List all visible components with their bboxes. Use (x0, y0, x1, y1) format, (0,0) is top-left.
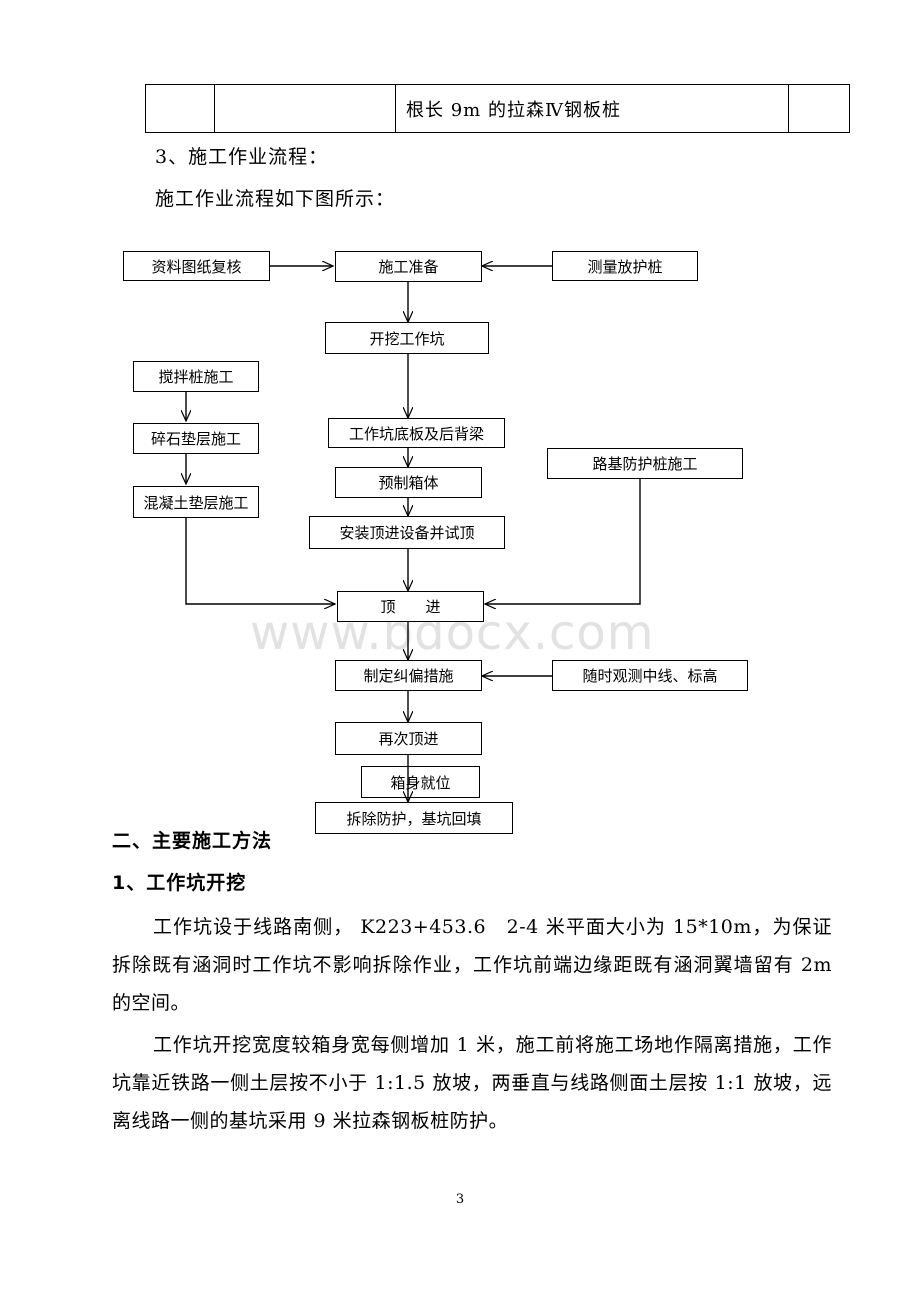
flow-box-install-jacking: 安装顶进设备并试顶 (309, 516, 505, 549)
section-intro: 施工作业流程如下图所示： (155, 188, 396, 210)
table-cell (214, 84, 396, 133)
flow-box-gravel-cushion: 碎石垫层施工 (133, 423, 259, 454)
arrow (185, 518, 335, 604)
main-heading: 二、主要施工方法 (112, 830, 273, 852)
section-heading: 3、施工作业流程： (155, 146, 329, 168)
flow-box-roadbed-pile: 路基防护桩施工 (547, 448, 743, 479)
flow-box-pit-floor-beam: 工作坑底板及后背梁 (328, 418, 505, 448)
table-cell (145, 84, 215, 133)
spec-table: 根长 9m 的拉森Ⅳ钢板桩 (145, 84, 850, 133)
flow-box-excavate-pit: 开挖工作坑 (325, 322, 489, 354)
flow-box-mixing-pile: 搅拌桩施工 (133, 361, 259, 392)
flow-box-survey-stakes: 测量放护桩 (552, 251, 698, 281)
table-row: 根长 9m 的拉森Ⅳ钢板桩 (145, 84, 850, 133)
arrow (485, 479, 641, 604)
flow-box-remove-backfill: 拆除防护，基坑回填 (315, 802, 513, 834)
paragraph: 工作坑设于线路南侧， K223+453.6 2-4 米平面大小为 15*10m，… (112, 916, 832, 1014)
table-cell (788, 84, 850, 133)
sub-heading: 1、工作坑开挖 (112, 872, 247, 894)
flow-box-correction: 制定纠偏措施 (335, 660, 482, 691)
flow-box-prefab-box: 预制箱体 (335, 467, 482, 498)
flow-box-jacking: 顶 进 (337, 591, 484, 622)
flow-box-drawing-review: 资料图纸复核 (123, 251, 270, 281)
flow-box-preparation: 施工准备 (335, 251, 482, 282)
page-number: 3 (455, 1192, 465, 1207)
table-cell: 根长 9m 的拉森Ⅳ钢板桩 (395, 84, 789, 133)
paragraph: 工作坑开挖宽度较箱身宽每侧增加 1 米，施工前将施工场地作隔离措施，工作坑靠近铁… (112, 1034, 832, 1132)
flow-box-jacking-again: 再次顶进 (335, 722, 482, 755)
flow-box-concrete-cushion: 混凝土垫层施工 (133, 486, 259, 518)
flow-box-monitoring: 随时观测中线、标高 (552, 660, 748, 691)
flow-box-box-in-place: 箱身就位 (361, 766, 480, 798)
